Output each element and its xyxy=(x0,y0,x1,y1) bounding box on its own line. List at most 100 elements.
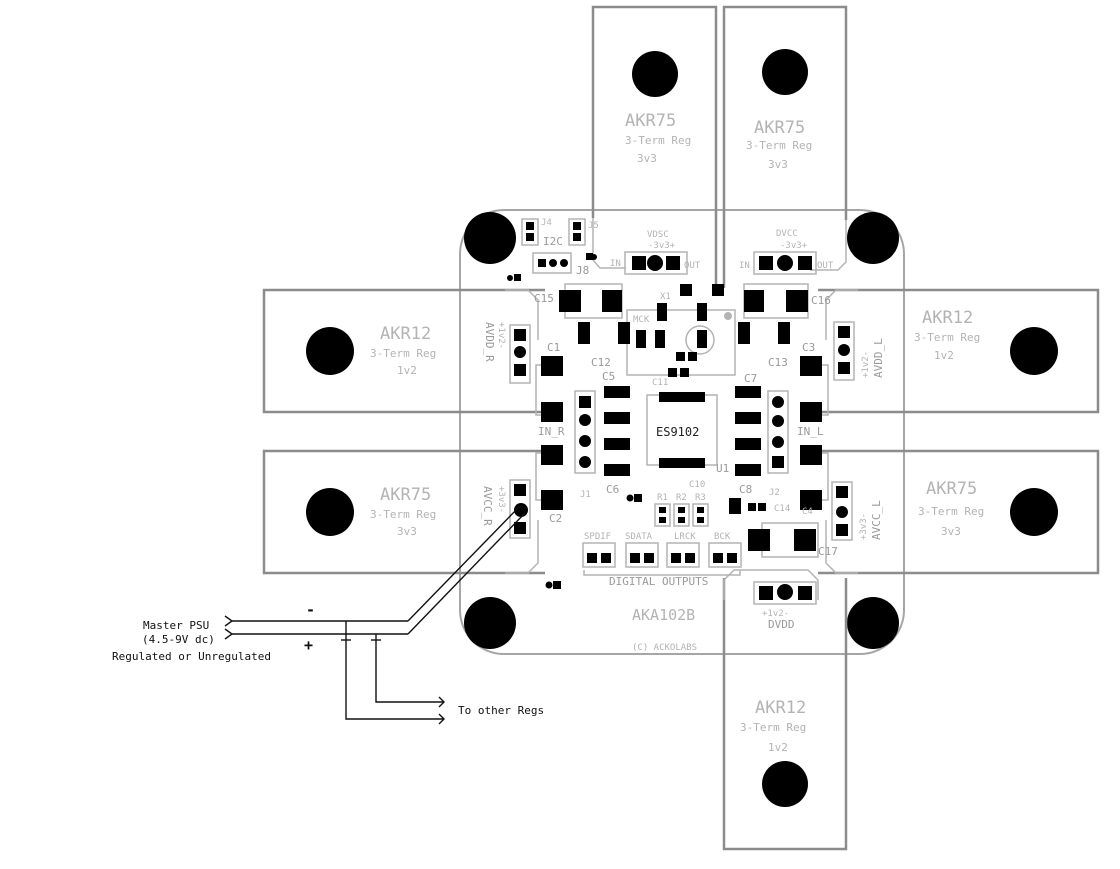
reg-name: AKR75 xyxy=(625,111,676,131)
header-avdd-l: AVDD_L +1v2- xyxy=(833,321,885,381)
svg-text:C3: C3 xyxy=(802,341,815,354)
svg-text:+1v2-: +1v2- xyxy=(861,351,871,378)
svg-text:IN_R: IN_R xyxy=(538,425,565,438)
reg-name: AKR75 xyxy=(754,118,805,138)
header-avcc-r: AVCC_R +3v3- xyxy=(481,479,531,539)
cap-c3: C3 xyxy=(800,341,829,422)
psu-wiring xyxy=(224,506,526,725)
board-copyright: (C) ACKOLABS xyxy=(632,643,697,653)
resistors: R1 R2 R3 xyxy=(654,493,709,527)
svg-text:R2: R2 xyxy=(676,493,687,503)
header-j5: J5 xyxy=(568,218,599,246)
svg-text:+3v3-: +3v3- xyxy=(859,513,869,540)
svg-text:IN_L: IN_L xyxy=(797,425,824,438)
psu-type: Regulated or Unregulated xyxy=(112,650,271,663)
svg-text:DIGITAL OUTPUTS: DIGITAL OUTPUTS xyxy=(609,575,708,588)
svg-text:J2: J2 xyxy=(769,488,780,498)
reg-hole xyxy=(762,761,808,807)
pcb-outline xyxy=(459,209,905,655)
mount-hole-br xyxy=(847,597,899,649)
reg-desc: 3-Term Reg xyxy=(918,505,984,518)
cap-c2: C2 xyxy=(535,445,563,525)
cap-c16: C16 xyxy=(743,283,831,319)
reg-desc: 3-Term Reg xyxy=(746,139,812,152)
svg-text:C10: C10 xyxy=(689,480,705,490)
svg-text:+1v2-: +1v2- xyxy=(762,609,789,619)
svg-text:C11: C11 xyxy=(652,378,668,388)
svg-text:AVCC_L: AVCC_L xyxy=(870,500,883,540)
cap-c12: C12 xyxy=(578,322,630,369)
cap-c15: C15 xyxy=(534,283,623,319)
reg-name: AKR12 xyxy=(380,324,431,344)
svg-text:DVDD: DVDD xyxy=(768,618,795,631)
reg-hole xyxy=(1010,327,1058,375)
svg-text:J4: J4 xyxy=(541,218,552,228)
svg-text:OUT: OUT xyxy=(684,261,701,271)
reg-voltage: 1v2 xyxy=(934,349,954,362)
svg-text:-3v3+: -3v3+ xyxy=(780,241,808,251)
svg-text:LRCK: LRCK xyxy=(674,532,696,542)
svg-text:X1: X1 xyxy=(660,292,671,302)
regulator-top-right: AKR75 3-Term Reg 3v3 xyxy=(722,5,848,288)
svg-text:SDATA: SDATA xyxy=(625,532,653,542)
svg-text:DVCC: DVCC xyxy=(776,229,798,239)
svg-text:C13: C13 xyxy=(768,356,788,369)
svg-text:AVDD_L: AVDD_L xyxy=(872,338,885,378)
svg-text:U1: U1 xyxy=(716,462,729,475)
psu-label: Master PSU xyxy=(143,619,209,632)
svg-text:+1v2-: +1v2- xyxy=(496,322,506,349)
crystal-x1: X1 MCK xyxy=(626,284,736,376)
header-avdd-r: AVDD_R +1v2- xyxy=(483,322,531,384)
regulator-top-left: AKR75 3-Term Reg 3v3 xyxy=(591,5,718,288)
cap-group-right: C7 C8 xyxy=(735,372,761,496)
svg-text:J1: J1 xyxy=(580,490,591,500)
reg-voltage: 3v3 xyxy=(768,158,788,171)
svg-text:R3: R3 xyxy=(695,493,706,503)
svg-text:+3v3-: +3v3- xyxy=(496,486,506,513)
svg-text:C6: C6 xyxy=(606,483,619,496)
to-other-regs: To other Regs xyxy=(458,704,544,717)
minus-sign: - xyxy=(306,601,315,619)
svg-text:IN: IN xyxy=(739,261,750,271)
cap-c13: C13 xyxy=(738,322,790,369)
svg-text:C5: C5 xyxy=(602,370,615,383)
cap-c4: C4 xyxy=(800,445,829,517)
digital-outputs: SPDIF SDATA LRCK BCK DIGITAL OUTPUTS xyxy=(582,532,742,588)
cap-c1: C1 xyxy=(535,341,563,422)
svg-text:MCK: MCK xyxy=(633,315,650,325)
reg-desc: 3-Term Reg xyxy=(370,508,436,521)
reg-desc: 3-Term Reg xyxy=(625,134,691,147)
svg-text:-3v3+: -3v3+ xyxy=(648,241,676,251)
reg-name: AKR12 xyxy=(755,698,806,718)
reg-name: AKR75 xyxy=(926,479,977,499)
cap-group-left: C5 C6 xyxy=(602,370,630,496)
chip-es9102: ES9102 U1 xyxy=(646,392,729,475)
reg-voltage: 1v2 xyxy=(768,741,788,754)
svg-text:C16: C16 xyxy=(811,294,831,307)
connector-vdsc: VDSC -3v3+ OUT IN xyxy=(610,230,701,275)
mount-hole-tr xyxy=(847,212,899,264)
reg-voltage: 3v3 xyxy=(397,525,417,538)
svg-text:C1: C1 xyxy=(547,341,560,354)
svg-text:C12: C12 xyxy=(591,356,611,369)
svg-text:IN: IN xyxy=(610,259,621,269)
regulator-left-bottom: AKR75 3-Term Reg 3v3 xyxy=(262,449,545,575)
header-in-l: IN_L J2 xyxy=(767,390,824,498)
header-j8: J8 xyxy=(532,252,589,277)
connector-dvdd: +1v2- DVDD xyxy=(753,581,817,631)
svg-text:AVDD_R: AVDD_R xyxy=(483,322,496,362)
svg-text:R1: R1 xyxy=(657,493,668,503)
svg-text:J5: J5 xyxy=(588,221,599,231)
svg-text:AVCC_R: AVCC_R xyxy=(481,486,494,526)
reg-desc: 3-Term Reg xyxy=(370,347,436,360)
reg-name: AKR12 xyxy=(922,308,973,328)
reg-hole xyxy=(1010,488,1058,536)
cap-c17: C17 xyxy=(748,522,838,558)
reg-hole xyxy=(306,327,354,375)
svg-text:C8: C8 xyxy=(739,483,752,496)
header-j4-i2c: J4 I2C xyxy=(521,218,563,248)
svg-text:VDSC: VDSC xyxy=(647,230,669,240)
reg-hole xyxy=(306,488,354,536)
svg-text:C17: C17 xyxy=(818,545,838,558)
